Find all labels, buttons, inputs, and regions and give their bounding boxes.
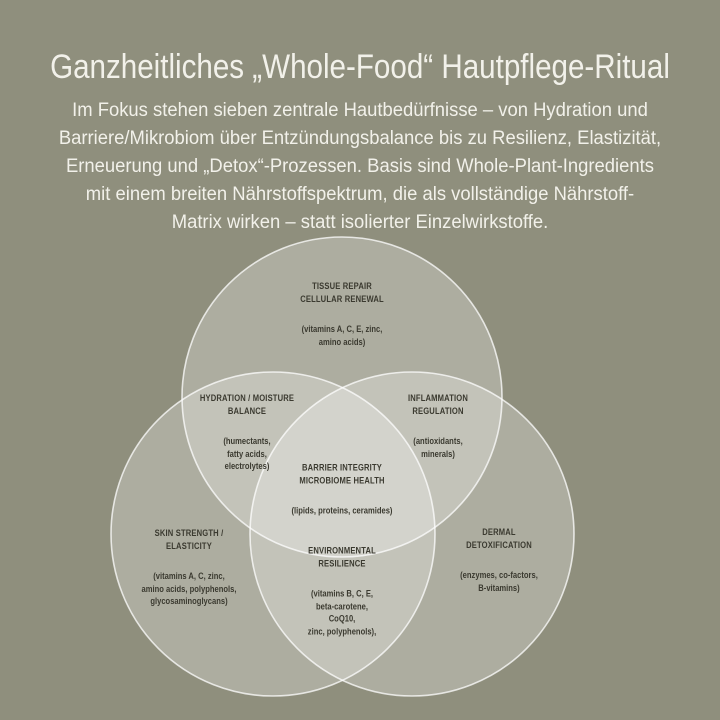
venn-region-title: BARRIER INTEGRITY MICROBIOME HEALTH [299,462,385,486]
venn-label-hydration-moisture-balance: HYDRATION / MOISTURE BALANCE (humectants… [127,375,367,492]
venn-label-inflammation-regulation: INFLAMMATION REGULATION (antioxidants, m… [318,375,558,479]
venn-label-environmental-resilience: ENVIRONMENTAL RESILIENCE (vitamins B, C,… [222,528,462,657]
venn-region-title: INFLAMMATION REGULATION [407,393,469,417]
circle-skin-strength [110,371,436,697]
venn-region-title: HYDRATION / MOISTURE BALANCE [199,392,295,417]
venn-region-ingredients: (enzymes, co-factors, B-vitamins) [460,570,538,594]
venn-region-ingredients: (vitamins B, C, E, beta-carotene, CoQ10,… [307,588,377,638]
venn-region-ingredients: (vitamins A, C, zinc, amino acids, polyp… [141,570,237,607]
venn-region-ingredients: (humectants, fatty acids, electrolytes) [223,435,271,472]
venn-region-ingredients: (vitamins A, C, E, zinc, amino acids) [301,324,383,348]
venn-label-tissue-repair: TISSUE REPAIR CELLULAR RENEWAL (vitamins… [222,263,462,367]
circle-tissue-repair [181,236,503,558]
venn-region-title: TISSUE REPAIR CELLULAR RENEWAL [300,281,384,305]
venn-label-barrier-integrity-microbiome: BARRIER INTEGRITY MICROBIOME HEALTH (lip… [222,444,462,536]
venn-label-dermal-detoxification: DERMAL DETOXIFICATION (enzymes, co-facto… [379,509,619,613]
venn-region-title: SKIN STRENGTH / ELASTICITY [154,527,224,552]
venn-region-ingredients: (antioxidants, minerals) [413,436,463,460]
intro-paragraph: Im Fokus stehen sieben zentrale Hautbedü… [58,100,662,233]
venn-region-title: DERMAL DETOXIFICATION [466,527,532,551]
circle-dermal-detox [249,371,575,697]
page-title: Ganzheitliches „Whole-Food“ Hautpflege-R… [50,47,670,86]
venn-circles [110,236,575,697]
venn-region-ingredients: (lipids, proteins, ceramides) [291,505,393,517]
venn-label-skin-strength-elasticity: SKIN STRENGTH / ELASTICITY (vitamins A, … [69,510,309,627]
venn-region-title: ENVIRONMENTAL RESILIENCE [308,545,376,570]
